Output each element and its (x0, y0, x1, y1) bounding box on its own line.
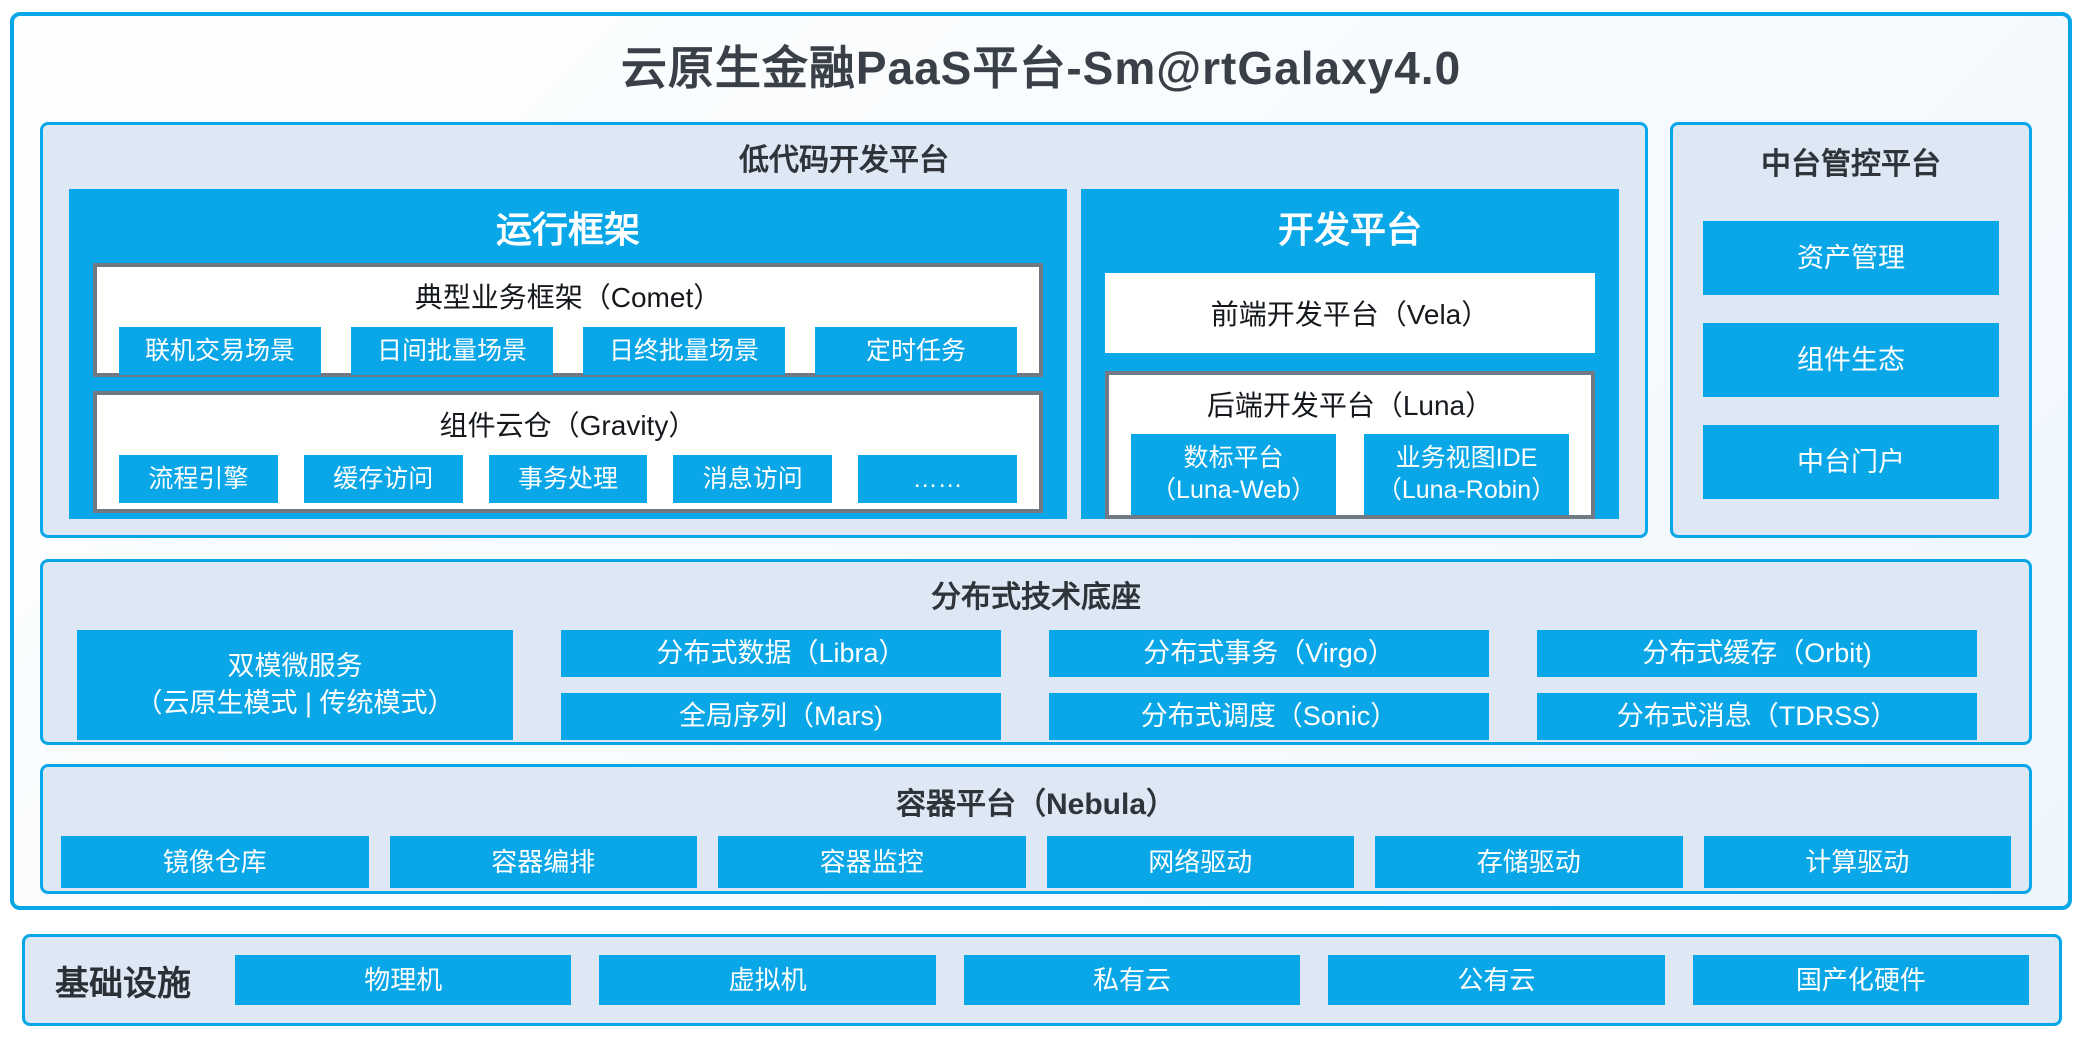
chip: 组件生态 (1703, 323, 1999, 397)
chip: 全局序列（Mars) (561, 693, 1001, 740)
runtime-framework-title: 运行框架 (495, 209, 640, 250)
chip-line2: （Luna-Web） (1151, 476, 1316, 504)
chip: 容器编排 (389, 836, 697, 888)
chip: 日终批量场景 (583, 327, 785, 375)
chip: 分布式调度（Sonic） (1049, 693, 1489, 740)
chip: 日间批量场景 (351, 327, 553, 375)
lowcode-panels: 运行框架 典型业务框架（Comet） 联机交易场景 日间批量场景 日终批量场景 … (69, 189, 1619, 519)
chip-line2: （云原生模式 | 传统模式） (135, 688, 455, 718)
platform-architecture-container: 云原生金融PaaS平台-Sm@rtGalaxy4.0 低代码开发平台 运行框架 … (10, 12, 2072, 910)
card-comet-framework: 典型业务框架（Comet） 联机交易场景 日间批量场景 日终批量场景 定时任务 (93, 263, 1043, 377)
container-platform-title: 容器平台（Nebula） (895, 788, 1177, 821)
chip: 公有云 (1328, 955, 1665, 1005)
container-chip-row: 镜像仓库 容器编排 容器监控 网络驱动 存储驱动 计算驱动 (43, 823, 2029, 888)
luna-title: 后端开发平台（Luna） (1206, 390, 1494, 421)
chip: 流程引擎 (119, 455, 278, 503)
distributed-grid: 双模微服务 （云原生模式 | 传统模式） 分布式数据（Libra） 全局序列（M… (43, 616, 2029, 740)
chip-line1: 双模微服务 (227, 651, 363, 681)
infrastructure-title: 基础设施 (55, 964, 191, 1003)
chip: 消息访问 (673, 455, 833, 503)
chip: 存储驱动 (1375, 836, 1683, 888)
card-vela-frontend: 前端开发平台（Vela） (1105, 273, 1595, 353)
chip: 物理机 (235, 955, 572, 1005)
chip: 资产管理 (1703, 221, 1999, 295)
chip: 私有云 (963, 955, 1301, 1005)
section-distributed-base: 分布式技术底座 双模微服务 （云原生模式 | 传统模式） 分布式数据（Libra… (40, 559, 2032, 745)
chip: 网络驱动 (1046, 836, 1354, 888)
chip: 镜像仓库 (61, 836, 369, 888)
chip: …… (858, 455, 1017, 503)
chip: 分布式消息（TDRSS） (1537, 693, 1977, 740)
chip: 分布式数据（Libra） (561, 630, 1001, 677)
card-gravity-warehouse: 组件云仓（Gravity） 流程引擎 缓存访问 事务处理 消息访问 …… (93, 391, 1043, 513)
luna-chip-row: 数标平台 （Luna-Web） 业务视图IDE （Luna-Robin） (1109, 424, 1591, 515)
chip: 分布式事务（Virgo） (1049, 630, 1489, 677)
infrastructure-chip-row: 物理机 虚拟机 私有云 公有云 国产化硬件 (235, 955, 2030, 1005)
distributed-column: 分布式缓存（Orbit) 分布式消息（TDRSS） (1537, 630, 1977, 740)
chip: 国产化硬件 (1692, 955, 2030, 1005)
chip: 事务处理 (488, 455, 648, 503)
chip-line1: 业务视图IDE (1395, 444, 1538, 472)
chip: 容器监控 (718, 836, 1026, 888)
chip: 分布式缓存（Orbit) (1537, 630, 1977, 677)
section-lowcode-platform: 低代码开发平台 运行框架 典型业务框架（Comet） 联机交易场景 日间批量场景… (40, 122, 1648, 538)
chip: 数标平台 （Luna-Web） (1131, 434, 1336, 515)
chip: 缓存访问 (303, 455, 463, 503)
chip: 定时任务 (815, 327, 1017, 375)
chip: 联机交易场景 (119, 327, 321, 375)
comet-title: 典型业务框架（Comet） (414, 282, 722, 313)
chip: 业务视图IDE （Luna-Robin） (1364, 434, 1569, 515)
section-container-platform: 容器平台（Nebula） 镜像仓库 容器编排 容器监控 网络驱动 存储驱动 计算… (40, 764, 2032, 894)
midplatform-chip-list: 资产管理 组件生态 中台门户 (1673, 183, 2029, 499)
section-lowcode-title: 低代码开发平台 (739, 144, 949, 177)
chip: 计算驱动 (1703, 836, 2011, 888)
section-infrastructure: 基础设施 物理机 虚拟机 私有云 公有云 国产化硬件 (22, 934, 2062, 1026)
card-luna-backend: 后端开发平台（Luna） 数标平台 （Luna-Web） 业务视图IDE （Lu… (1105, 371, 1595, 519)
chip-line1: 数标平台 (1183, 444, 1284, 472)
page-title: 云原生金融PaaS平台-Sm@rtGalaxy4.0 (620, 42, 1462, 94)
gravity-chip-row: 流程引擎 缓存访问 事务处理 消息访问 …… (97, 444, 1039, 503)
gravity-title: 组件云仓（Gravity） (439, 410, 697, 441)
chip-dual-mode-microservice: 双模微服务 （云原生模式 | 传统模式） (77, 630, 513, 740)
panel-dev-platform: 开发平台 前端开发平台（Vela） 后端开发平台（Luna） 数标平台 （Lun… (1081, 189, 1619, 519)
chip: 中台门户 (1703, 425, 1999, 499)
chip: 虚拟机 (599, 955, 936, 1005)
dev-platform-title: 开发平台 (1277, 209, 1422, 250)
chip-line2: （Luna-Robin） (1376, 476, 1557, 504)
distributed-base-title: 分布式技术底座 (931, 581, 1141, 614)
midplatform-title: 中台管控平台 (1761, 148, 1941, 181)
comet-chip-row: 联机交易场景 日间批量场景 日终批量场景 定时任务 (97, 316, 1039, 375)
distributed-column: 分布式数据（Libra） 全局序列（Mars) (561, 630, 1001, 740)
distributed-column: 分布式事务（Virgo） 分布式调度（Sonic） (1049, 630, 1489, 740)
panel-runtime-framework: 运行框架 典型业务框架（Comet） 联机交易场景 日间批量场景 日终批量场景 … (69, 189, 1067, 519)
section-midplatform-management: 中台管控平台 资产管理 组件生态 中台门户 (1670, 122, 2032, 538)
